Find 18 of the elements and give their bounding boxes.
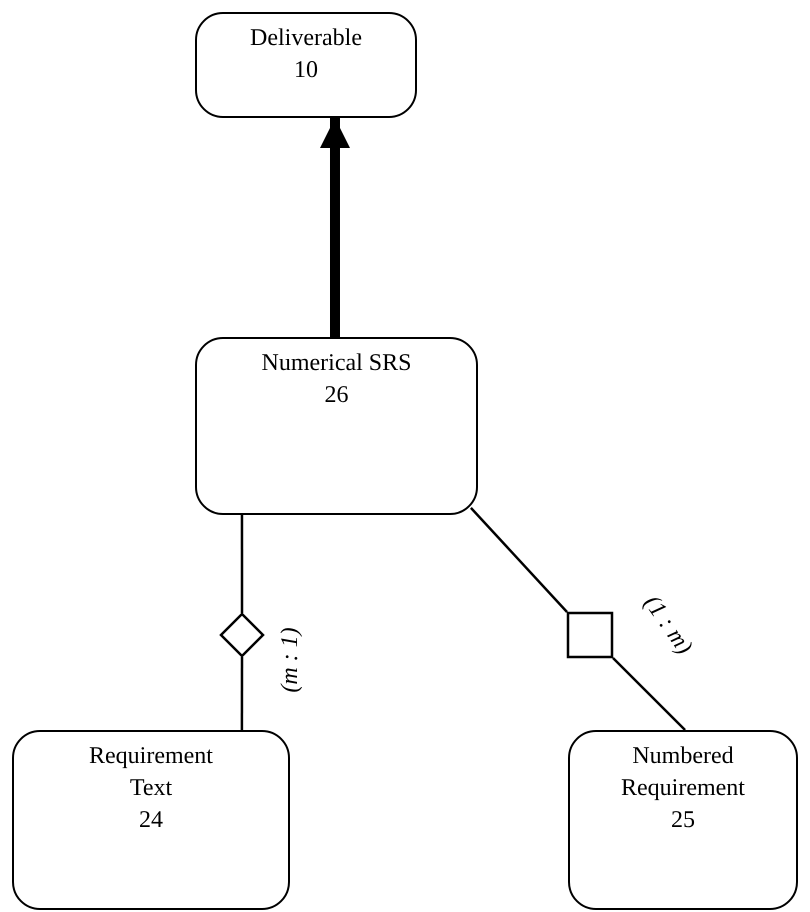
entity-number: 26 (324, 381, 348, 410)
rounded-box (195, 12, 417, 118)
connector-line (240, 515, 244, 613)
rounded-box (195, 337, 478, 515)
entity-name: Requirement Text (88, 742, 214, 803)
rounded-box (568, 730, 798, 910)
cardinality-label: (m : 1) (277, 627, 303, 693)
entity-name: Deliverable (250, 24, 362, 53)
entity-number: 25 (671, 806, 695, 835)
entity-name: Numerical SRS (262, 349, 412, 378)
rounded-box (12, 730, 290, 910)
entity-number: 10 (294, 56, 318, 85)
entity-name: Numbered Requirement (620, 742, 746, 803)
entity-number: 24 (139, 806, 163, 835)
connector-line (612, 657, 686, 731)
arrow (320, 118, 350, 337)
connector-line (470, 507, 568, 613)
connector-line (240, 657, 244, 730)
